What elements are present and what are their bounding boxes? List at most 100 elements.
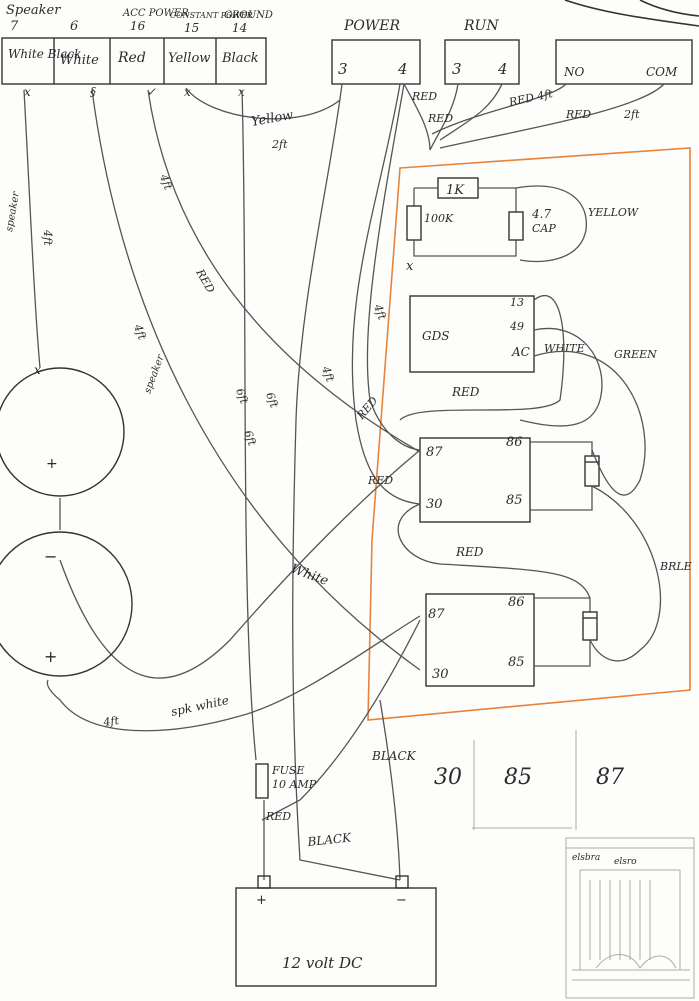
wire-label-yellow-right: YELLOW [588,206,640,219]
relay-2-pin-87: 87 [428,607,445,622]
capacitor-value: 4.7 [531,207,551,221]
wire-white-mid [59,449,421,679]
battery-terminal-negative [395,875,409,889]
relay-2-pin-85: 85 [508,655,525,670]
capacitor-word: CAP [532,222,556,235]
relay-1-pin-86: 86 [506,435,523,450]
battery-terminal-positive [257,875,271,889]
wire-label-speaker-1: speaker [4,190,22,233]
wire-power-2 [366,83,421,451]
capacitor [508,211,524,241]
relay-output-no: NO [563,65,585,79]
wire-label-red-3: RED [565,108,591,121]
gds-pin-ac: AC [511,345,530,359]
pin-wire-white: White [60,53,99,68]
corner-scribble [564,0,699,27]
run-switch-title: RUN [463,18,499,34]
pin-mark-2: § [90,85,96,99]
resistor-1k-label: 1K [446,183,465,198]
wire-black-to-battery [379,699,401,881]
connector-outline [1,37,267,85]
wire-relay2-87-down [261,619,421,821]
pin-wire-white-black: White Black [8,47,81,61]
wire-green [533,350,646,496]
relay-1-pin-87: 87 [426,445,443,460]
relay-2-box [425,593,535,687]
pin-number-14: 14 [232,21,247,35]
wire-brown [589,485,661,662]
wire-label-red-2ft: 2ft [623,108,640,121]
wire-label-black-1: BLACK [371,749,417,763]
cabinet-word-2: elsro [614,857,637,867]
wire-label-red-6: RED [367,474,393,487]
pin-wire-red: Red [117,50,146,66]
pin-mark-4: x [184,85,191,99]
reference-pin-87: 87 [596,765,624,790]
pin-number-16: 16 [130,19,146,33]
wire-run-1 [429,83,459,151]
wire-label-brown: BRLE [659,560,692,573]
wire-black-ground [241,89,257,761]
speaker-2-minus: − [44,547,57,566]
wire-power-to-relay1 [351,83,421,505]
pin-name-ground: GROUND [224,10,273,21]
wire-label-red-1: RED [411,90,437,103]
fuse-body [255,763,269,799]
wire-speaker-white [46,615,421,732]
speaker-1-mark: x [34,363,41,377]
battery-minus: − [396,893,407,908]
wire-label-speaker-white: spk white [170,693,230,719]
relay-2-pin-30: 30 [432,667,449,682]
pin-name-acc-power: ACC POWER [122,8,189,19]
gds-pin-49: 49 [509,320,524,333]
wire-white-to-relay2 [91,89,421,671]
battery-plus: + [256,893,267,908]
wire-label-6ft-1: 6ft [233,387,251,407]
wire-label-yellow: Yellow [250,108,294,130]
run-switch-pin-right: 4 [497,60,508,78]
wire-label-4ft-5: 4ft [371,302,389,322]
pin-number-7: 7 [10,19,19,34]
wire-label-red-4: RED [451,385,480,399]
wire-red-loop [399,294,565,421]
timer-circuit: 1K 100K 4.7 CAP YELLOW x [406,177,640,274]
wire-power-red [403,83,431,151]
relay-output-com: COM [646,65,678,79]
run-switch: RUN 3 4 [444,18,520,85]
fuse-rating: 10 AMP [272,778,317,791]
pin-name-speaker: Speaker [6,3,61,18]
speaker-2: − + [0,531,133,677]
relay-pin-reference: 30 85 87 [434,730,624,830]
wire-speaker-1 [23,89,41,369]
resistor-100k [406,205,422,241]
cabinet-sketch: elsbra elsro [565,837,695,999]
cabinet-word-1: elsbra [572,853,600,863]
gds-chip-box [409,295,535,373]
wire-label-red-acc: RED [193,266,217,295]
reference-pin-30: 30 [434,765,462,790]
wire-yellow-loop [515,185,587,263]
wire-label-red-4ft: RED 4ft [507,87,554,109]
relay-2: 87 86 30 85 [425,593,598,687]
wire-label-speaker-2: speaker [142,352,166,395]
wire-no [431,83,567,135]
pin-name-constant-power: CONSTANT POWER [170,11,253,20]
wire-label-white-mid: White [289,562,331,589]
wire-red-relay-link [397,503,591,599]
relay-output-box [555,39,693,85]
battery: + − 12 volt DC [235,875,437,987]
wire-label-4ft-2: 4ft [157,172,175,192]
relay-1-pin-85: 85 [506,493,523,508]
power-switch-pin-left: 3 [338,60,348,78]
speaker-1-circle [0,367,125,497]
gds-chip: GDS 13 49 AC WHITE GREEN [409,295,657,373]
wire-label-red-fuse: RED [265,810,291,823]
gds-chip-label: GDS [422,329,449,343]
wire-run-2 [439,83,503,141]
power-switch-title: POWER [343,18,401,34]
speaker-1: + x [0,363,125,497]
speaker-1-plus: + [46,456,58,472]
battery-label: 12 volt DC [282,954,363,972]
wire-label-4ft-6: 4ft [102,714,121,729]
